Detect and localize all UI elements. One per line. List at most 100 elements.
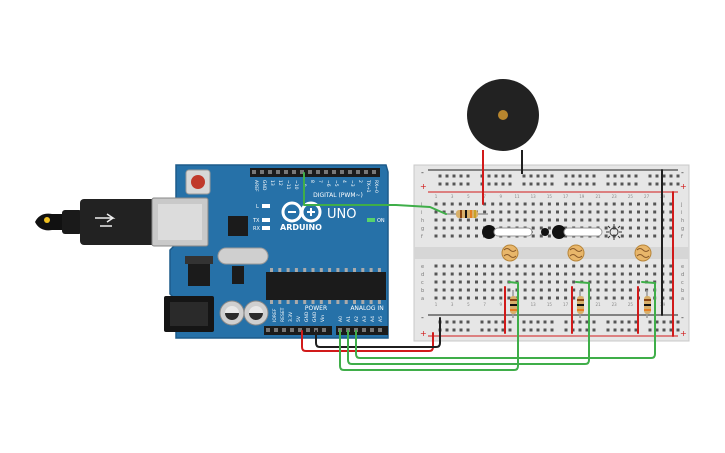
breadboard-hole[interactable] xyxy=(539,280,543,284)
digital-pin[interactable] xyxy=(332,170,336,174)
breadboard-hole[interactable] xyxy=(539,226,543,230)
breadboard-hole[interactable] xyxy=(466,226,470,230)
breadboard-hole[interactable] xyxy=(491,288,495,292)
breadboard-hole[interactable] xyxy=(669,210,673,214)
breadboard-hole[interactable] xyxy=(434,280,438,284)
breadboard-hole[interactable] xyxy=(556,288,559,292)
rail-hole[interactable] xyxy=(613,174,617,178)
breadboard-hole[interactable] xyxy=(645,272,649,276)
breadboard-hole[interactable] xyxy=(596,288,600,292)
breadboard-hole[interactable] xyxy=(515,272,519,276)
breadboard-hole[interactable] xyxy=(547,288,551,292)
breadboard-hole[interactable] xyxy=(604,296,608,300)
breadboard-hole[interactable] xyxy=(620,226,624,230)
led-2[interactable] xyxy=(541,225,603,239)
rail-hole[interactable] xyxy=(620,328,624,332)
breadboard-hole[interactable] xyxy=(669,296,673,300)
breadboard-hole[interactable] xyxy=(596,210,600,214)
breadboard-hole[interactable] xyxy=(458,202,462,206)
rail-hole[interactable] xyxy=(606,328,610,332)
breadboard-hole[interactable] xyxy=(596,202,600,206)
rail-hole[interactable] xyxy=(445,174,449,178)
breadboard-hole[interactable] xyxy=(491,202,495,206)
breadboard-hole[interactable] xyxy=(637,234,640,238)
rail-hole[interactable] xyxy=(578,328,582,332)
breadboard-hole[interactable] xyxy=(628,280,632,284)
breadboard-hole[interactable] xyxy=(645,234,649,238)
wire-5v[interactable] xyxy=(301,330,434,352)
breadboard-hole[interactable] xyxy=(491,296,495,300)
breadboard-hole[interactable] xyxy=(475,218,478,222)
rail-hole[interactable] xyxy=(648,174,652,178)
digital-pin[interactable] xyxy=(364,170,368,174)
piezo-buzzer[interactable] xyxy=(467,79,539,204)
rail-hole[interactable] xyxy=(627,320,631,324)
rail-hole[interactable] xyxy=(452,174,456,178)
rail-hole[interactable] xyxy=(536,320,540,324)
breadboard-hole[interactable] xyxy=(572,202,576,206)
breadboard-hole[interactable] xyxy=(466,202,470,206)
breadboard-hole[interactable] xyxy=(450,218,454,222)
breadboard-hole[interactable] xyxy=(475,226,478,230)
breadboard-hole[interactable] xyxy=(507,202,511,206)
breadboard-hole[interactable] xyxy=(483,202,487,206)
breadboard-hole[interactable] xyxy=(604,234,608,238)
rail-hole[interactable] xyxy=(445,182,449,186)
breadboard-hole[interactable] xyxy=(531,272,535,276)
breadboard-hole[interactable] xyxy=(556,218,559,222)
rail-hole[interactable] xyxy=(620,320,624,324)
rail-hole[interactable] xyxy=(459,328,463,332)
rail-hole[interactable] xyxy=(536,328,540,332)
rail-hole[interactable] xyxy=(655,182,659,186)
breadboard-hole[interactable] xyxy=(499,202,503,206)
rail-hole[interactable] xyxy=(627,174,631,178)
analog-pin[interactable] xyxy=(362,328,366,332)
breadboard-hole[interactable] xyxy=(458,280,462,284)
breadboard-hole[interactable] xyxy=(604,202,608,206)
breadboard-hole[interactable] xyxy=(572,210,576,214)
breadboard-hole[interactable] xyxy=(442,234,446,238)
rail-hole[interactable] xyxy=(501,174,505,178)
rail-hole[interactable] xyxy=(627,328,631,332)
breadboard-hole[interactable] xyxy=(434,218,438,222)
breadboard-hole[interactable] xyxy=(669,272,673,276)
breadboard-hole[interactable] xyxy=(450,296,454,300)
rail-hole[interactable] xyxy=(634,320,638,324)
breadboard-hole[interactable] xyxy=(499,210,503,214)
rail-hole[interactable] xyxy=(452,320,456,324)
breadboard-hole[interactable] xyxy=(507,210,511,214)
breadboard-hole[interactable] xyxy=(515,264,519,268)
breadboard-hole[interactable] xyxy=(531,226,535,230)
digital-pin[interactable] xyxy=(276,170,280,174)
breadboard-hole[interactable] xyxy=(628,296,632,300)
breadboard-hole[interactable] xyxy=(523,210,527,214)
breadboard-hole[interactable] xyxy=(458,218,462,222)
rail-hole[interactable] xyxy=(585,320,589,324)
breadboard-hole[interactable] xyxy=(450,280,454,284)
breadboard-hole[interactable] xyxy=(637,226,640,230)
breadboard-hole[interactable] xyxy=(458,288,462,292)
breadboard-hole[interactable] xyxy=(669,202,673,206)
rail-hole[interactable] xyxy=(578,182,582,186)
breadboard-hole[interactable] xyxy=(556,296,559,300)
breadboard-hole[interactable] xyxy=(556,210,559,214)
rail-hole[interactable] xyxy=(445,320,449,324)
breadboard-hole[interactable] xyxy=(466,272,470,276)
rail-hole[interactable] xyxy=(662,174,666,178)
wire-digital-to-resistor[interactable] xyxy=(303,172,447,215)
breadboard-hole[interactable] xyxy=(523,264,527,268)
breadboard-hole[interactable] xyxy=(612,264,616,268)
rail-hole[interactable] xyxy=(536,182,540,186)
breadboard-hole[interactable] xyxy=(645,210,649,214)
breadboard-hole[interactable] xyxy=(442,280,446,284)
rail-hole[interactable] xyxy=(522,328,526,332)
breadboard-hole[interactable] xyxy=(442,210,446,214)
rail-hole[interactable] xyxy=(466,328,470,332)
breadboard-hole[interactable] xyxy=(653,272,657,276)
rail-hole[interactable] xyxy=(564,182,568,186)
analog-pin[interactable] xyxy=(370,328,374,332)
rail-hole[interactable] xyxy=(613,182,617,186)
breadboard-hole[interactable] xyxy=(612,210,616,214)
breadboard-hole[interactable] xyxy=(637,272,640,276)
breadboard-hole[interactable] xyxy=(507,296,511,300)
